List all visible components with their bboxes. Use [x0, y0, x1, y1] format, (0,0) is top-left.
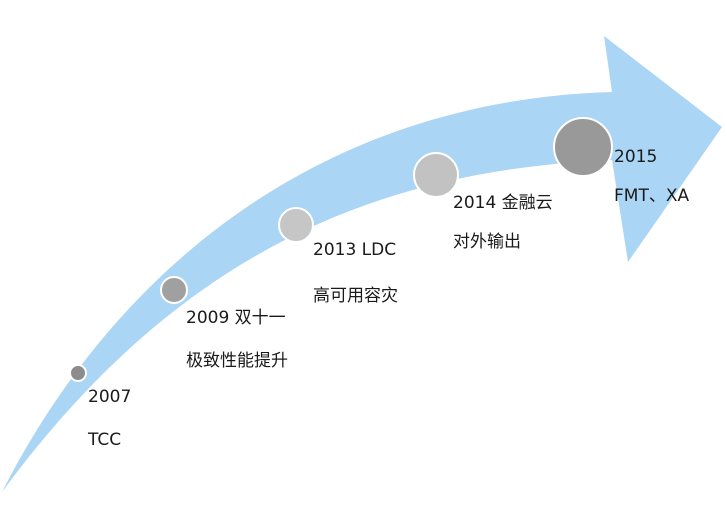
milestone-year-2009: 2009 双十一: [186, 308, 286, 328]
milestone-marker-2015: [553, 117, 613, 177]
milestone-desc-2013: 高可用容灾: [313, 286, 398, 306]
milestone-marker-2009: [160, 276, 188, 304]
milestone-year-2014: 2014 金融云: [453, 193, 553, 213]
growth-arrow: [2, 36, 722, 492]
milestone-year-2007: 2007: [88, 387, 132, 407]
milestone-marker-2014: [413, 152, 459, 198]
milestone-marker-2007: [69, 364, 87, 382]
milestone-desc-2014: 对外输出: [453, 232, 521, 252]
milestone-desc-2009: 极致性能提升: [186, 351, 288, 371]
milestone-year-2015: 2015: [614, 147, 658, 167]
milestone-year-2013: 2013 LDC: [313, 240, 397, 260]
milestone-marker-2013: [278, 207, 314, 243]
milestone-desc-2015: FMT、XA: [614, 186, 690, 206]
milestone-desc-2007: TCC: [88, 430, 122, 450]
